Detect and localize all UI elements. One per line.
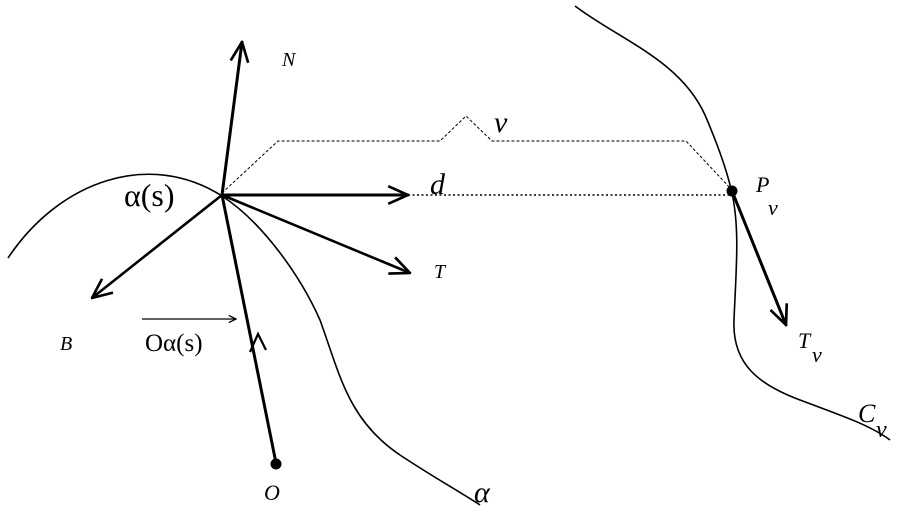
label-d: d	[430, 168, 446, 201]
label-t-v: T	[798, 328, 812, 353]
label-t: T	[434, 261, 447, 283]
position-vector	[220, 193, 278, 465]
label-t-v-sub: v	[812, 342, 822, 367]
label-b: B	[60, 333, 72, 355]
vector-t	[221, 193, 410, 273]
label-c-v: C	[858, 399, 876, 428]
vector-b	[92, 193, 223, 298]
label-alpha-s: α(s)	[124, 177, 175, 213]
position-vector-arrowhead	[248, 331, 267, 353]
vector-n	[220, 42, 242, 197]
label-p: P	[755, 172, 769, 197]
vector-t-v	[730, 189, 786, 325]
label-v: v	[494, 106, 508, 139]
label-n: N	[281, 49, 297, 71]
label-c-v-sub: v	[876, 417, 887, 443]
curve-alpha	[7, 173, 481, 506]
label-p-sub: v	[768, 195, 778, 220]
curve-c-v	[574, 5, 891, 441]
distance-brace-v	[221, 115, 733, 194]
point-o	[270, 458, 282, 470]
point-p-v	[726, 185, 738, 197]
label-alpha: α	[474, 476, 491, 509]
label-o-alpha-s: Oα(s)	[145, 330, 203, 357]
label-o: O	[264, 480, 280, 505]
